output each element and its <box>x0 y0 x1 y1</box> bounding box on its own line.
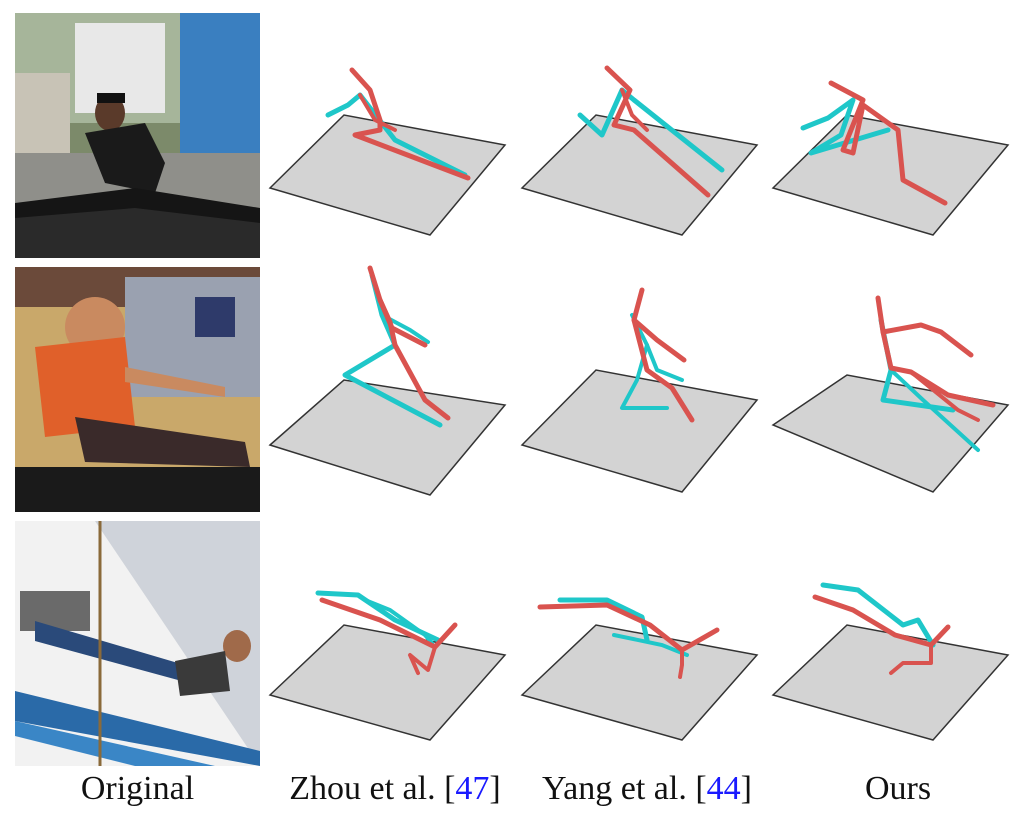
citation-link-47[interactable]: 47 <box>455 770 490 807</box>
floor-plane <box>520 624 759 741</box>
caption-zhou-text: Zhou et al. [ <box>289 770 456 807</box>
pose-zhou-row1 <box>268 35 520 285</box>
citation-link-44[interactable]: 44 <box>706 770 741 807</box>
photo-stretching <box>15 13 260 258</box>
caption-yang: Yang et al. [44] <box>522 770 772 816</box>
photo-sailing <box>15 521 260 766</box>
floor-plane <box>771 624 1010 741</box>
pose-yang-row2 <box>520 260 772 510</box>
pose-yang-row1 <box>520 35 772 285</box>
caption-original: Original <box>15 770 260 816</box>
floor-plane <box>771 374 1010 493</box>
floor-plane <box>268 114 507 236</box>
pose-zhou-row3 <box>268 555 520 805</box>
caption-original-text: Original <box>80 770 195 807</box>
caption-yang-text: Yang et al. [ <box>542 770 707 807</box>
floor-plane <box>268 379 507 496</box>
pose-ours-row1 <box>771 35 1023 285</box>
pose-ours-row3 <box>771 555 1023 805</box>
floor-plane <box>520 114 759 236</box>
caption-ours: Ours <box>773 770 1023 816</box>
photo-rowing <box>15 267 260 512</box>
caption-zhou: Zhou et al. [47] <box>270 770 520 816</box>
caption-ours-text: Ours <box>864 770 932 807</box>
floor-plane <box>268 624 507 741</box>
pose-ours-row2 <box>771 260 1023 510</box>
caption-yang-close: ] <box>740 770 752 807</box>
caption-zhou-close: ] <box>489 770 501 807</box>
pose-yang-row3 <box>520 555 772 805</box>
floor-plane <box>520 369 759 493</box>
pose-zhou-row2 <box>268 260 520 510</box>
floor-plane <box>771 114 1010 236</box>
